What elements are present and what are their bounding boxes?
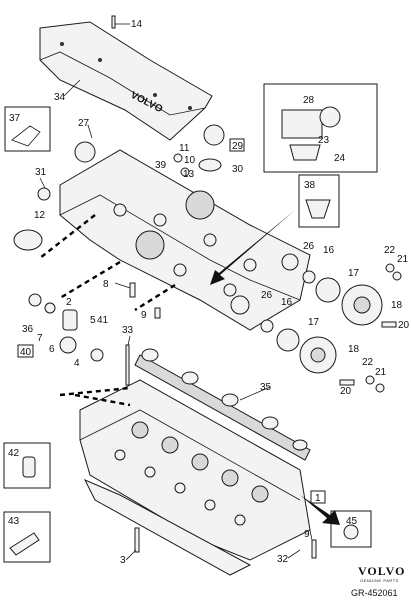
callout-2: 2 bbox=[66, 297, 72, 308]
callout-23: 23 bbox=[318, 135, 330, 146]
callout-43: 43 bbox=[8, 516, 20, 527]
callout-41: 41 bbox=[97, 315, 109, 326]
callout-17a: 17 bbox=[348, 268, 360, 279]
callout-29: 29 bbox=[232, 141, 244, 152]
inset-42 bbox=[3, 442, 51, 489]
callout-26a: 26 bbox=[303, 241, 315, 252]
callout-40-box bbox=[17, 344, 34, 358]
callout-31: 31 bbox=[35, 167, 47, 178]
callout-40: 40 bbox=[20, 347, 32, 358]
cam-pulley-lower bbox=[299, 336, 337, 374]
figure-code: GR-452061 bbox=[351, 588, 398, 598]
callout-10: 10 bbox=[184, 155, 196, 166]
callout-33: 33 bbox=[122, 325, 134, 336]
callout-35: 35 bbox=[260, 382, 272, 393]
cylinder-head bbox=[79, 379, 311, 576]
callout-1: 1 bbox=[315, 493, 321, 504]
callout-28: 28 bbox=[303, 95, 315, 106]
callout-30: 30 bbox=[232, 164, 244, 175]
callout-42: 42 bbox=[8, 448, 20, 459]
callout-14: 14 bbox=[131, 19, 143, 30]
callout-11: 11 bbox=[179, 143, 190, 154]
callout-37: 37 bbox=[9, 113, 21, 124]
callout-22a: 22 bbox=[384, 245, 396, 256]
valve-cover: VOLVO bbox=[39, 21, 213, 141]
variable-valve-timing-units bbox=[260, 270, 341, 352]
inset-43 bbox=[3, 511, 51, 563]
callout-21b: 21 bbox=[375, 367, 387, 378]
callout-24: 24 bbox=[334, 153, 346, 164]
callout-12: 12 bbox=[34, 210, 46, 221]
callout-18a: 18 bbox=[391, 300, 403, 311]
callout-16a: 16 bbox=[323, 245, 335, 256]
callout-8: 8 bbox=[103, 279, 109, 290]
callout-3: 3 bbox=[120, 555, 126, 566]
cam-pulley-upper bbox=[341, 284, 383, 326]
callouts: 14 34 37 27 39 11 10 13 30 31 12 28 23 2… bbox=[8, 19, 410, 566]
inset-38 bbox=[298, 174, 340, 228]
pointer-arrows bbox=[210, 210, 340, 525]
callout-20a: 20 bbox=[398, 320, 410, 331]
callout-17b: 17 bbox=[308, 317, 320, 328]
callout-26b: 26 bbox=[261, 290, 273, 301]
callout-45: 45 bbox=[346, 516, 358, 527]
callout-27: 27 bbox=[78, 118, 90, 129]
callout-20b: 20 bbox=[340, 386, 352, 397]
callout-32: 32 bbox=[277, 554, 289, 565]
camshaft bbox=[134, 348, 311, 461]
callout-9: 9 bbox=[141, 310, 147, 321]
small-hardware bbox=[13, 15, 402, 559]
brand-subtitle: GENUINE PARTS bbox=[360, 578, 399, 583]
callout-6: 6 bbox=[49, 344, 55, 355]
callout-13: 13 bbox=[183, 169, 195, 180]
callout-22b: 22 bbox=[362, 357, 374, 368]
callout-38: 38 bbox=[304, 180, 316, 191]
callout-34: 34 bbox=[54, 92, 66, 103]
callout-5: 5 bbox=[90, 315, 96, 326]
upper-head-section bbox=[59, 149, 311, 331]
inset-vvt-23 bbox=[263, 83, 378, 173]
brand-logo: VOLVO GENUINE PARTS bbox=[358, 564, 405, 583]
dashed-leaders bbox=[39, 214, 176, 407]
callout-21a: 21 bbox=[397, 254, 409, 265]
callout-36: 36 bbox=[22, 324, 34, 335]
inset-bracket-37 bbox=[4, 106, 51, 152]
callout-39: 39 bbox=[155, 160, 167, 171]
leader-lines bbox=[39, 23, 313, 561]
callout-4: 4 bbox=[74, 358, 80, 369]
inset-45 bbox=[330, 510, 372, 548]
callout-18b: 18 bbox=[348, 344, 360, 355]
brand-name: VOLVO bbox=[358, 564, 405, 578]
callout-16b: 16 bbox=[281, 297, 293, 308]
callout-29-box bbox=[229, 138, 245, 152]
callout-7: 7 bbox=[37, 333, 43, 344]
callout-1-box bbox=[310, 490, 326, 504]
callout-9b: 9 bbox=[304, 529, 310, 540]
